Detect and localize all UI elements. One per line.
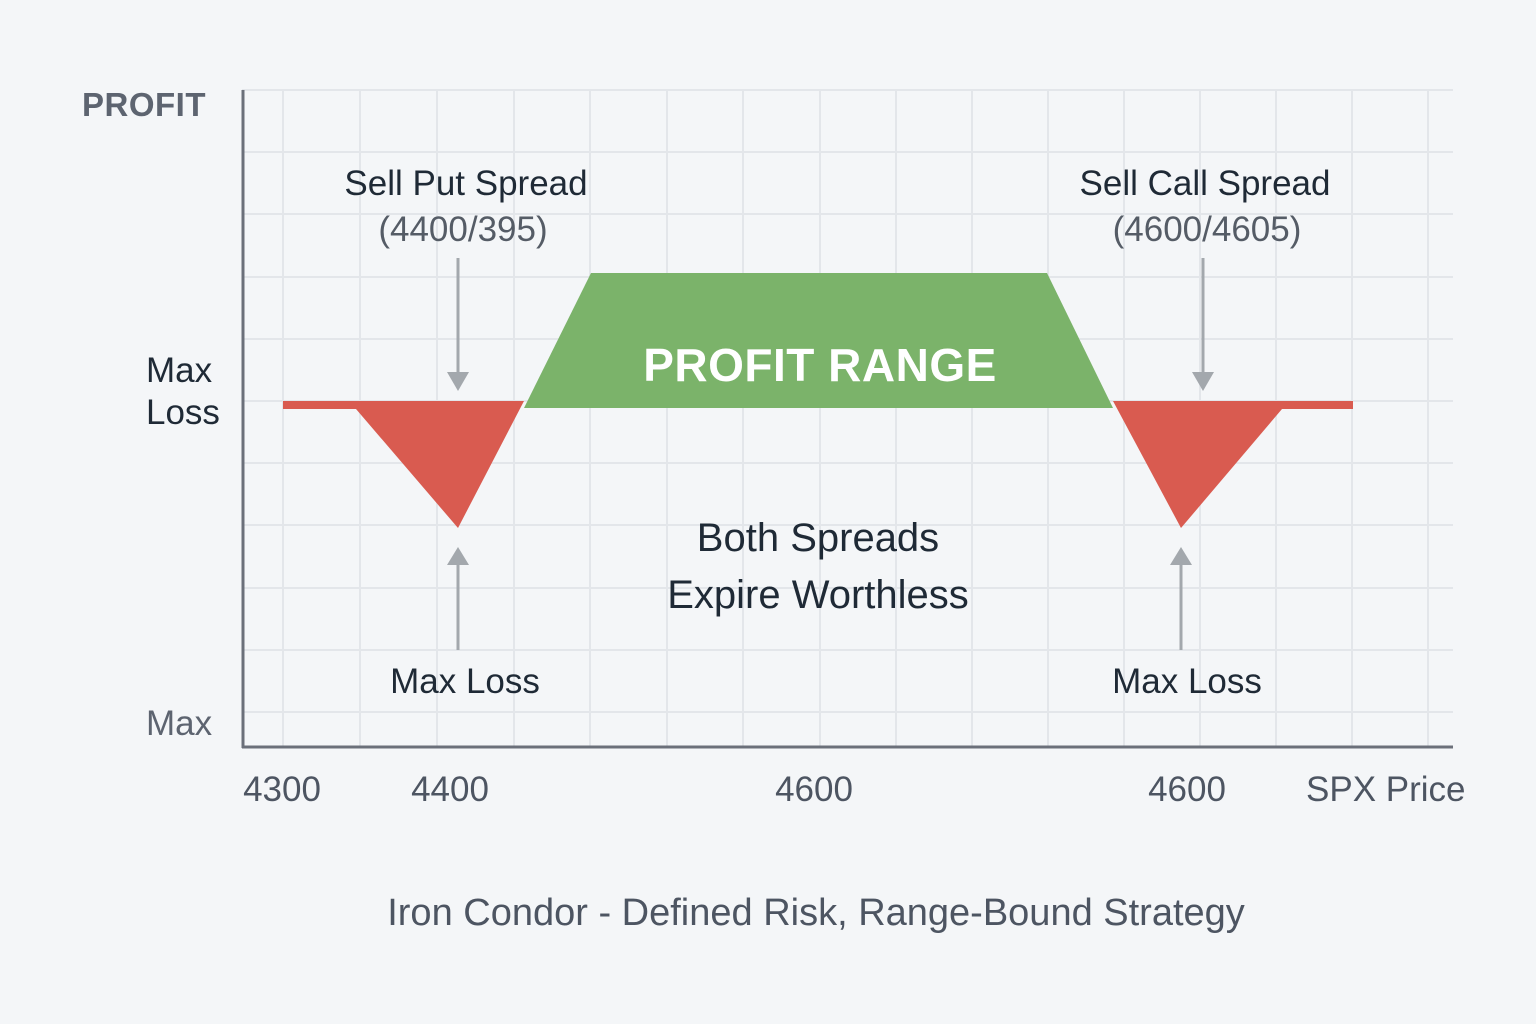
chart-caption: Iron Condor - Defined Risk, Range-Bound …	[387, 892, 1245, 934]
put-down-arrow-icon	[447, 372, 469, 391]
call-spread-title: Sell Call Spread	[1079, 164, 1331, 203]
call-down-arrow-icon	[1192, 372, 1214, 391]
x-tick-4600-center: 4600	[775, 770, 853, 809]
put-spread-loss-area	[283, 401, 524, 528]
max-loss-label-right: Max Loss	[1112, 662, 1262, 701]
call-spread-strikes: (4600/4605)	[1112, 210, 1302, 249]
profit-range-area	[524, 273, 1113, 408]
y-axis-label-line2: Loss	[146, 393, 220, 432]
profit-range-label: PROFIT RANGE	[643, 339, 997, 391]
put-spread-title: Sell Put Spread	[344, 164, 588, 203]
axes	[241, 90, 1453, 749]
call-spread-loss-area	[1113, 401, 1353, 528]
right-up-arrow-icon	[1170, 547, 1192, 565]
y-axis-label-bottom: Max	[146, 704, 213, 743]
left-up-arrow-icon	[447, 547, 469, 565]
max-loss-label-left: Max Loss	[390, 662, 540, 701]
annotation-arrows	[447, 258, 1214, 650]
x-tick-4600-right: 4600	[1148, 770, 1226, 809]
x-tick-4300: 4300	[243, 770, 321, 809]
x-axis-title: SPX Price	[1306, 770, 1466, 809]
y-axis-label-max-loss: Max Loss	[146, 350, 220, 434]
center-note-line2: Expire Worthless	[667, 573, 969, 617]
x-tick-4400: 4400	[411, 770, 489, 809]
center-note-line1: Both Spreads	[696, 516, 940, 560]
center-note: Both Spreads Expire Worthless	[568, 510, 1068, 624]
put-spread-strikes: (4400/395)	[378, 210, 548, 249]
y-axis-title: PROFIT	[82, 86, 206, 123]
y-axis-label-line1: Max	[146, 351, 213, 390]
